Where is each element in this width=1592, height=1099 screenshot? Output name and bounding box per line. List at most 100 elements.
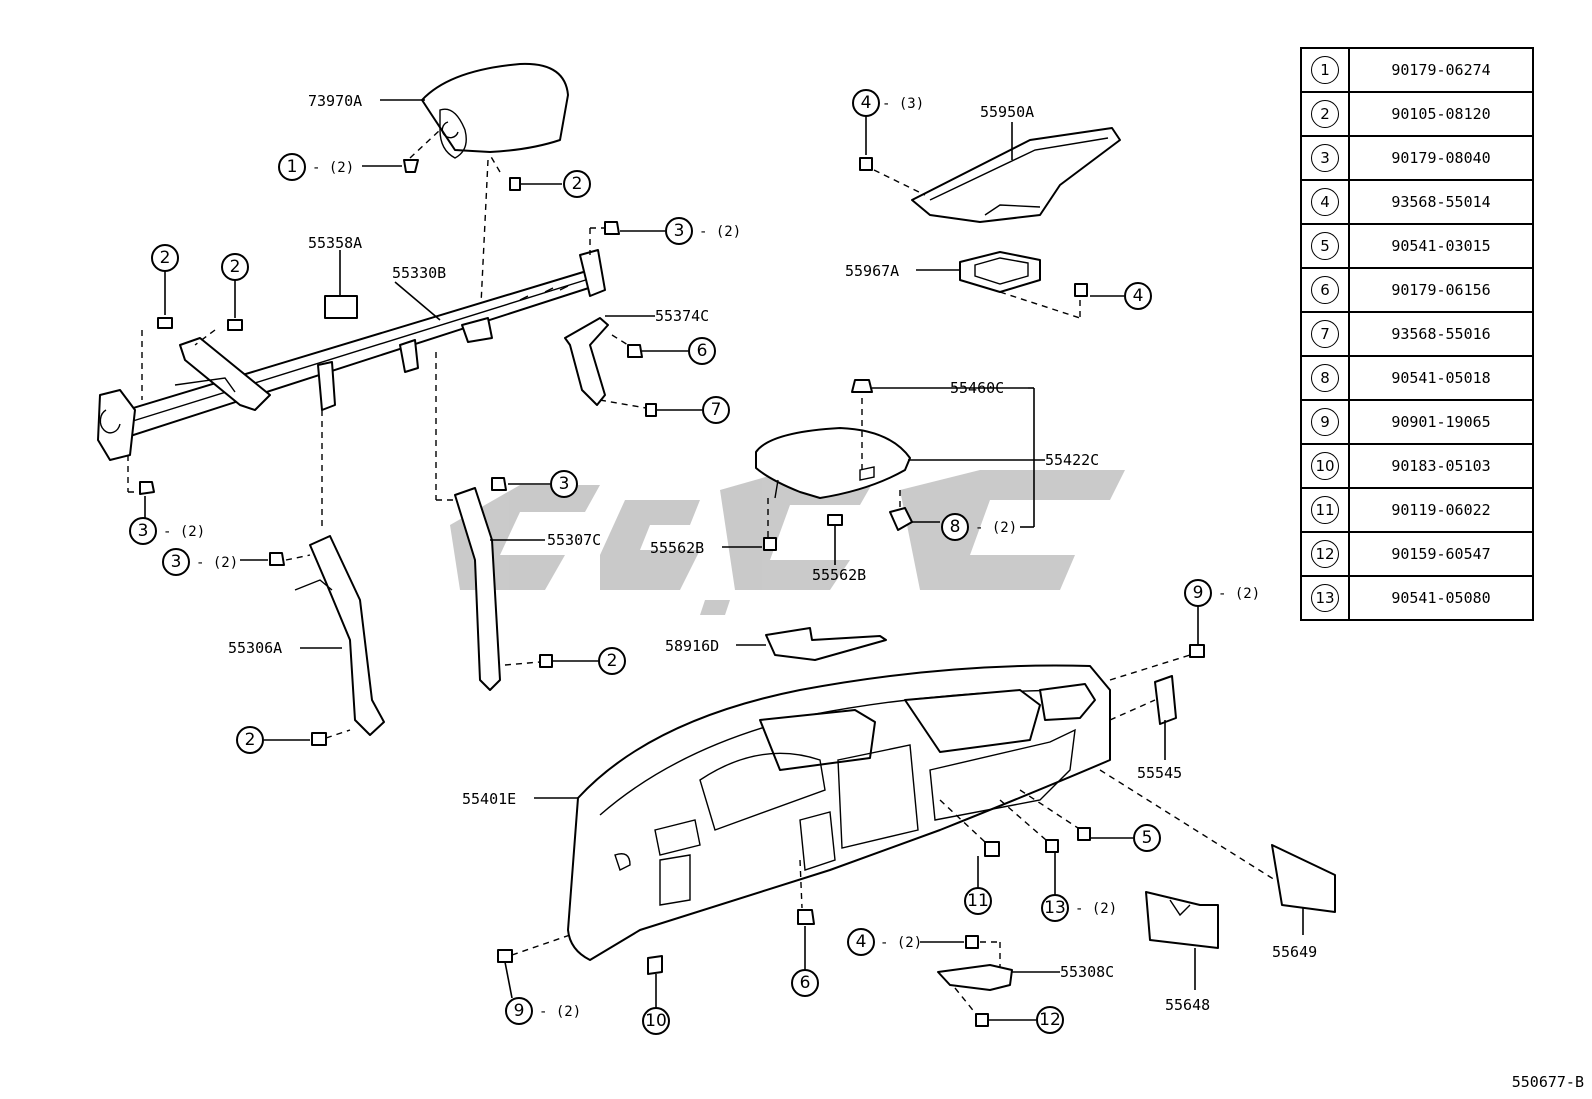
callout-11: 11 [939,799,1000,915]
legend-part-number: 90105-08120 [1348,91,1534,137]
label-55422C: 55422C [1045,451,1099,469]
tray-58916D: 58916D [665,627,887,661]
legend-ref-number: 8 [1311,364,1339,392]
svg-text:- (3): - (3) [882,96,924,112]
svg-text:13: 13 [1044,898,1066,918]
legend-part-number: 90901-19065 [1348,399,1534,445]
brace-55306A: 3 - (2) 55306A 2 [162,410,385,754]
legend-ref-number: 10 [1311,452,1339,480]
label-55308C: 55308C [1060,963,1114,981]
svg-text:2: 2 [230,257,241,277]
legend-ref: 3 [1300,135,1350,181]
svg-text:- (2): - (2) [880,935,922,951]
svg-text:10: 10 [645,1011,667,1031]
legend-part-number: 90179-06274 [1348,47,1534,93]
callout-9-bottom: 9 - (2) [497,934,581,1025]
svg-text:2: 2 [160,248,171,268]
legend-ref: 6 [1300,267,1350,313]
label-55307C: 55307C [547,531,601,549]
reinforcement-bar: 55330B [97,249,606,461]
label-55358A-group: 55358A [308,234,362,319]
svg-text:- (2): - (2) [1075,901,1117,917]
label-55306A: 55306A [228,639,282,657]
legend-row: 5 90541-03015 [1300,223,1534,269]
svg-text:- (2): - (2) [699,224,741,240]
label-58916D: 58916D [665,637,719,655]
callout-10: 10 [642,955,670,1035]
svg-text:12: 12 [1039,1010,1061,1030]
legend-row: 9 90901-19065 [1300,399,1534,445]
legend-part-number: 93568-55014 [1348,179,1534,225]
label-55358A: 55358A [308,234,362,252]
legend-row: 1 90179-06274 [1300,47,1534,93]
legend-row: 8 90541-05018 [1300,355,1534,401]
grille-55967A: 55967A 4 [845,251,1152,319]
pad-55649: 55649 [1099,769,1336,961]
legend-part-number: 90179-08040 [1348,135,1534,181]
svg-text:4: 4 [1133,286,1144,306]
label-55967A: 55967A [845,262,899,280]
legend-ref: 2 [1300,91,1350,137]
legend-ref-number: 1 [1311,56,1339,84]
legend-ref: 4 [1300,179,1350,225]
svg-text:4: 4 [861,93,872,113]
svg-text:5: 5 [1142,828,1153,848]
legend-ref-number: 12 [1311,540,1339,568]
legend-ref: 7 [1300,311,1350,357]
svg-text:11: 11 [967,891,989,911]
instrument-panel: 55401E [462,664,1111,961]
legend-ref: 10 [1300,443,1350,489]
box-55422C: 55460C 55422C 8 - (2) 55562B 55562B [650,379,1099,584]
svg-text:6: 6 [697,341,708,361]
legend-ref: 11 [1300,487,1350,533]
callout-1-top: 1 - (2) [278,153,354,181]
legend-ref-number: 9 [1311,408,1339,436]
svg-text:2: 2 [572,174,583,194]
legend-ref-number: 13 [1311,584,1339,612]
label-55562B-a: 55562B [650,539,704,557]
legend-ref: 12 [1300,531,1350,577]
legend-ref: 5 [1300,223,1350,269]
duct-55950A: 55950A 4 - (3) [852,89,1121,223]
callout-3-right: 3 - (2) [589,217,741,255]
legend-part-number: 90159-60547 [1348,531,1534,577]
legend-ref: 1 [1300,47,1350,93]
legend-ref-number: 11 [1311,496,1339,524]
legend-part-number: 90541-03015 [1348,223,1534,269]
legend-ref-number: 4 [1311,188,1339,216]
callout-6-bottom: 6 [791,859,819,997]
svg-text:2: 2 [607,651,618,671]
brace-55307C: 3 55307C 2 [435,352,626,691]
svg-text:- (2): - (2) [196,555,238,571]
callout-13: 13 - (2) [999,799,1117,922]
label-55330B: 55330B [392,264,446,282]
bracket-55374C: 55374C 6 7 [564,307,730,424]
legend-ref-number: 5 [1311,232,1339,260]
label-55950A: 55950A [980,103,1034,121]
plate-55545: 9 - (2) 55545 [1109,579,1260,782]
svg-text:6: 6 [800,973,811,993]
svg-text:9: 9 [1193,583,1204,603]
svg-text:4: 4 [856,932,867,952]
legend-part-number: 90541-05018 [1348,355,1534,401]
label-55374C: 55374C [655,307,709,325]
label-55648: 55648 [1165,996,1210,1014]
legend-row: 4 93568-55014 [1300,179,1534,225]
label-55649: 55649 [1272,943,1317,961]
bracket-55308C: 4 - (2) 55308C 12 [847,928,1114,1034]
svg-text:- (2): - (2) [539,1004,581,1020]
svg-text:3: 3 [171,552,182,572]
legend-row: 12 90159-60547 [1300,531,1534,577]
legend-ref-number: 2 [1311,100,1339,128]
callout-3-left: 3 - (2) [127,455,205,545]
label-55460C: 55460C [950,379,1004,397]
svg-text:- (2): - (2) [1218,586,1260,602]
svg-text:7: 7 [711,400,722,420]
